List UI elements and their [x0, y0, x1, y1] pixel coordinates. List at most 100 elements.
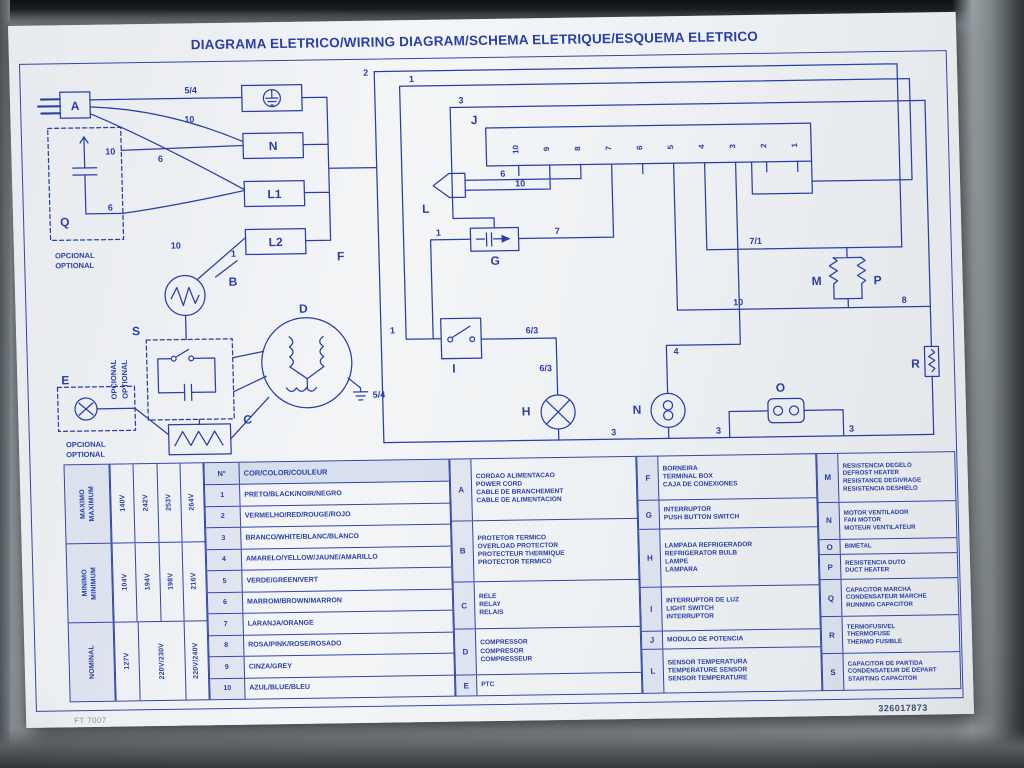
wire-label: 7/1: [749, 236, 762, 246]
component-label-d: D: [299, 302, 308, 316]
component-label-i: I: [452, 361, 456, 375]
wire-label: 1: [409, 74, 414, 84]
module-pin: 5: [666, 144, 675, 149]
voltage-value: 220V/240V: [192, 642, 201, 679]
terminal-box: N L1 L2 F: [240, 84, 378, 263]
module-pin: 10: [511, 144, 520, 154]
component-label-q: Q: [60, 215, 70, 229]
voltage-value: 140V: [118, 494, 127, 513]
wire-label: 10: [171, 241, 181, 251]
component-label-h: H: [522, 404, 531, 418]
component-label-a: A: [71, 99, 80, 113]
wire-label: 6: [108, 203, 113, 213]
voltage-value: 220V/230V: [157, 642, 166, 680]
terminal-n: N: [269, 139, 278, 153]
wire-label: 3: [611, 427, 616, 437]
page-title: DIAGRAMA ELETRICO/WIRING DIAGRAM/SCHEMA …: [190, 28, 759, 53]
component-label-o: O: [776, 381, 786, 395]
wire-label: 10: [733, 297, 743, 307]
module-pin: 1: [790, 143, 799, 148]
voltage-row-label: NOMINAL: [87, 644, 96, 680]
run-capacitor-optional: 10 6 Q OPCIONAL OPTIONAL: [47, 126, 245, 270]
wire-label: 6: [158, 154, 163, 164]
module-pin: 9: [542, 146, 551, 151]
module-pin: 7: [604, 145, 613, 150]
component-label-f: F: [337, 249, 345, 263]
refrigerator-bulb: H: [522, 394, 576, 441]
module-pin: 8: [573, 146, 582, 151]
voltage-row-label: MAXIMO: [79, 489, 87, 520]
voltage-value: 127V: [123, 652, 131, 671]
bimetal: O: [728, 381, 845, 439]
color-name: AZUL/BLUE/BLEU: [249, 684, 311, 692]
component-label-r: R: [911, 357, 920, 371]
module-pin: 2: [759, 143, 768, 148]
wire-label: 4: [673, 346, 678, 356]
push-button-switch: G 1 7: [429, 163, 615, 340]
voltage-value: 104V: [120, 573, 129, 592]
fan-motor: 4 N: [633, 161, 741, 439]
component-label-m: M: [811, 274, 821, 288]
light-switch: I 6/3 6/3: [440, 317, 559, 396]
voltage-value: 216V: [190, 572, 199, 591]
temperature-sensor: L 6 10: [422, 163, 582, 216]
diagram-frame: A 5/4 10 6 N L1: [18, 50, 964, 712]
wire-label: 3: [458, 95, 463, 105]
component-label-p: P: [873, 273, 881, 287]
wire-label: 10: [184, 114, 194, 124]
wire-label: 7: [555, 226, 560, 236]
module-pin: 3: [728, 143, 737, 148]
terminal-l2: L2: [268, 235, 283, 249]
component-label-b: B: [229, 275, 238, 289]
ptc-optional: E OPCIONAL OPTIONAL: [56, 373, 170, 459]
wire-label: 10: [105, 146, 115, 156]
module-pin: 4: [697, 144, 706, 149]
start-capacitor-optional: S OPCIONAL OPTIONAL: [109, 324, 235, 421]
wire-label: 1: [231, 249, 236, 259]
voltage-value: 242V: [142, 494, 150, 512]
terminal-l1: L1: [267, 187, 282, 201]
component-label-g: G: [490, 254, 500, 268]
voltage-value: 194V: [144, 573, 152, 591]
supply-wires: 5/4 10 6: [89, 85, 245, 191]
header-num: N°: [204, 462, 240, 485]
wiring-schematic: A 5/4 10 6 N L1: [37, 63, 940, 459]
voltage-value: 264V: [188, 493, 197, 512]
wire-label: 3: [716, 426, 721, 436]
wire-label: 6/3: [526, 325, 539, 335]
metal-surface-left: [0, 0, 10, 768]
ground-icon: [265, 89, 279, 106]
wire-label: 1: [390, 325, 395, 335]
wire-label: 5/4: [184, 85, 197, 95]
thermofuse: R: [911, 345, 940, 378]
overload-protector: 10 1 B: [164, 236, 247, 341]
diagram-paper: DIAGRAMA ELETRICO/WIRING DIAGRAM/SCHEMA …: [8, 11, 975, 728]
defrost-duct-heaters: 7/1 10 8 M P: [672, 162, 931, 311]
wire-label: 3: [849, 424, 854, 434]
optional-label-rotated: OPTIONAL: [120, 360, 130, 399]
metal-surface-bottom: [0, 730, 1024, 768]
form-code: FT 7007: [74, 715, 107, 726]
wire-label: 8: [902, 295, 907, 305]
wire-label: 6: [500, 169, 505, 179]
wire-label: 5/4: [373, 390, 386, 400]
optional-label: OPCIONAL: [55, 251, 95, 261]
wire-label: 1: [436, 228, 441, 238]
